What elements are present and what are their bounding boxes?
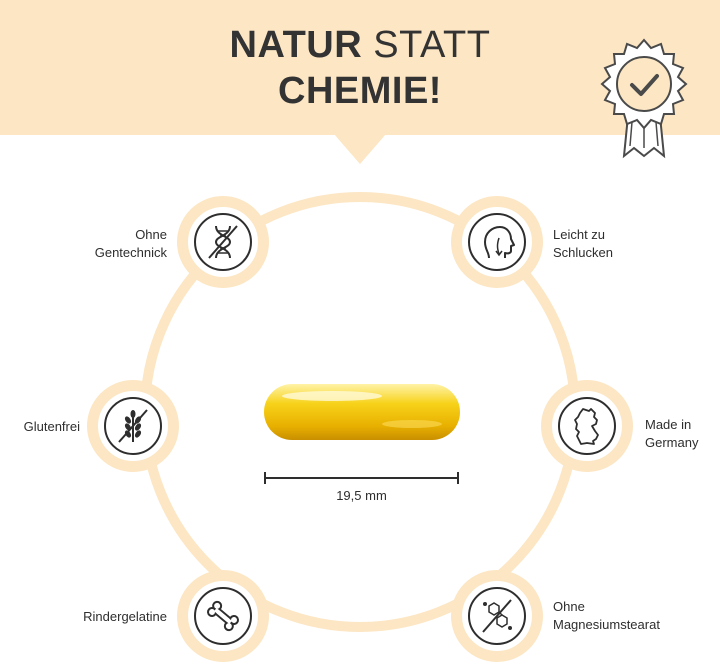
badge-schlucken (451, 196, 543, 288)
label-magnesium: Ohne Magnesiumstearat (553, 599, 660, 632)
badge-glutenfrei (87, 380, 179, 472)
label-schlucken: Leicht zu Schlucken (553, 227, 613, 260)
header-banner (0, 0, 720, 135)
head-swallow-icon (484, 226, 515, 259)
headline-bold: NATUR (229, 24, 363, 66)
label-rindergelatine: Rindergelatine (83, 609, 167, 624)
headline: NATUR STATT CHEMIE! (160, 22, 560, 114)
label-glutenfrei: Glutenfrei (23, 419, 80, 434)
badge-germany (541, 380, 633, 472)
banner-pointer (334, 134, 386, 164)
headline-line2: CHEMIE! (278, 70, 442, 112)
badge-rindergelatine (177, 570, 269, 662)
quality-seal-icon (600, 38, 688, 159)
size-label: 19,5 mm (336, 488, 387, 503)
label-gentechnik: Ohne Gentechnick (94, 227, 167, 260)
dna-crossed-icon (208, 225, 238, 259)
molecule-crossed-icon (482, 599, 512, 633)
badge-magnesium (451, 570, 543, 662)
softgel-capsule-image (264, 384, 460, 440)
germany-map-icon (574, 408, 599, 445)
bone-icon (207, 600, 239, 632)
badge-gentechnik (177, 196, 269, 288)
label-germany: Made in Germany (645, 417, 699, 450)
wheat-crossed-icon (118, 409, 148, 443)
headline-regular: STATT (373, 24, 491, 66)
size-measure-line (264, 472, 459, 484)
